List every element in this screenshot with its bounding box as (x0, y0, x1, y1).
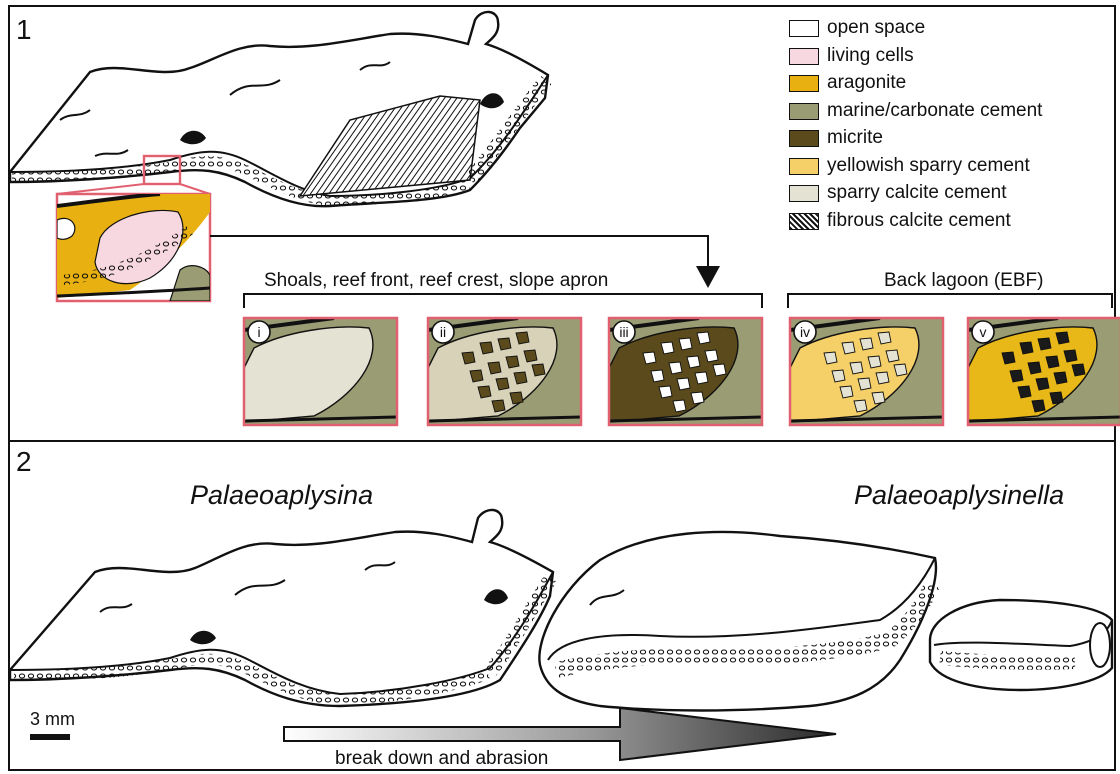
inset-roman-numeral: v (980, 324, 987, 340)
thallus-block-panel-1 (10, 12, 548, 206)
zoomed-detail-inset (57, 194, 210, 301)
inset-tile-i: i (244, 318, 397, 425)
connector-line (210, 236, 708, 268)
inset-roman-numeral: iv (800, 324, 810, 340)
inset-tile-iv: iv (790, 318, 943, 425)
zoom-guide-line (180, 184, 210, 194)
process-arrow (284, 708, 836, 760)
inset-tile-ii: ii (428, 318, 581, 425)
down-arrow-icon (696, 266, 720, 288)
inset-tile-v: v (968, 318, 1120, 425)
thallus-block-palaeoaplysina (10, 510, 553, 706)
thallus-fragment-small (930, 600, 1112, 690)
zoom-guide-line (57, 184, 144, 194)
inset-roman-numeral: iii (619, 324, 628, 340)
inset-tile-iii: iii (609, 318, 762, 425)
thallus-fragment-medium (539, 532, 936, 711)
inset-roman-numeral: ii (440, 324, 446, 340)
inset-roman-numeral: i (257, 324, 260, 340)
bracket-shoals (244, 294, 762, 308)
bracket-back-lagoon (788, 294, 1112, 308)
scale-bar (30, 734, 70, 740)
